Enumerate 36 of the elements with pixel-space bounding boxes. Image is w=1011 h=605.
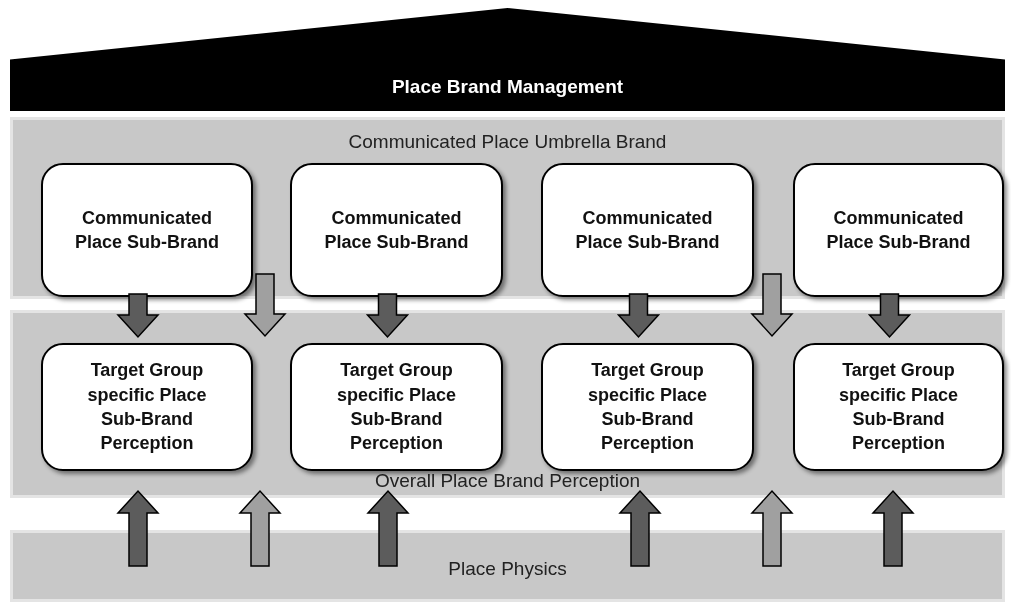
node-label: Target Group specific Place Sub-Brand Perception (586, 359, 709, 456)
node-label: Target Group specific Place Sub-Brand Perception (837, 359, 960, 456)
layer-band (10, 117, 1005, 299)
node-label: Communicated Place Sub-Brand (73, 206, 220, 254)
node-label: Communicated Place Umbrella Brand (348, 130, 667, 154)
roof-banner (10, 8, 1005, 111)
layer-band (10, 310, 1005, 498)
block-arrow (365, 293, 410, 339)
block-arrow (366, 489, 410, 567)
rounded-box (41, 163, 253, 297)
rounded-box (290, 343, 503, 471)
node-label: Place Physics (448, 557, 567, 581)
layer-band (10, 530, 1005, 602)
node-label: Place Brand Management (391, 74, 624, 99)
block-arrow (867, 293, 912, 339)
block-arrow (243, 273, 287, 338)
block-arrow (750, 273, 794, 338)
node-label: Target Group specific Place Sub-Brand Perception (335, 359, 458, 456)
block-arrow (116, 293, 160, 339)
block-arrow (750, 489, 794, 567)
block-arrow (116, 489, 160, 567)
rounded-box (793, 343, 1004, 471)
rounded-box (541, 343, 754, 471)
rounded-box (793, 163, 1004, 297)
node-label: Target Group specific Place Sub-Brand Perception (86, 359, 208, 456)
node-label: Communicated Place Sub-Brand (323, 206, 470, 254)
block-arrow (871, 489, 915, 567)
rounded-box (290, 163, 503, 297)
block-arrow (618, 489, 662, 567)
node-label: Overall Place Brand Perception (374, 468, 641, 493)
rounded-box (41, 343, 253, 471)
block-arrow (616, 293, 661, 339)
block-arrow (238, 489, 282, 567)
node-label: Communicated Place Sub-Brand (825, 206, 972, 254)
rounded-box (541, 163, 754, 297)
node-label: Communicated Place Sub-Brand (574, 206, 721, 254)
